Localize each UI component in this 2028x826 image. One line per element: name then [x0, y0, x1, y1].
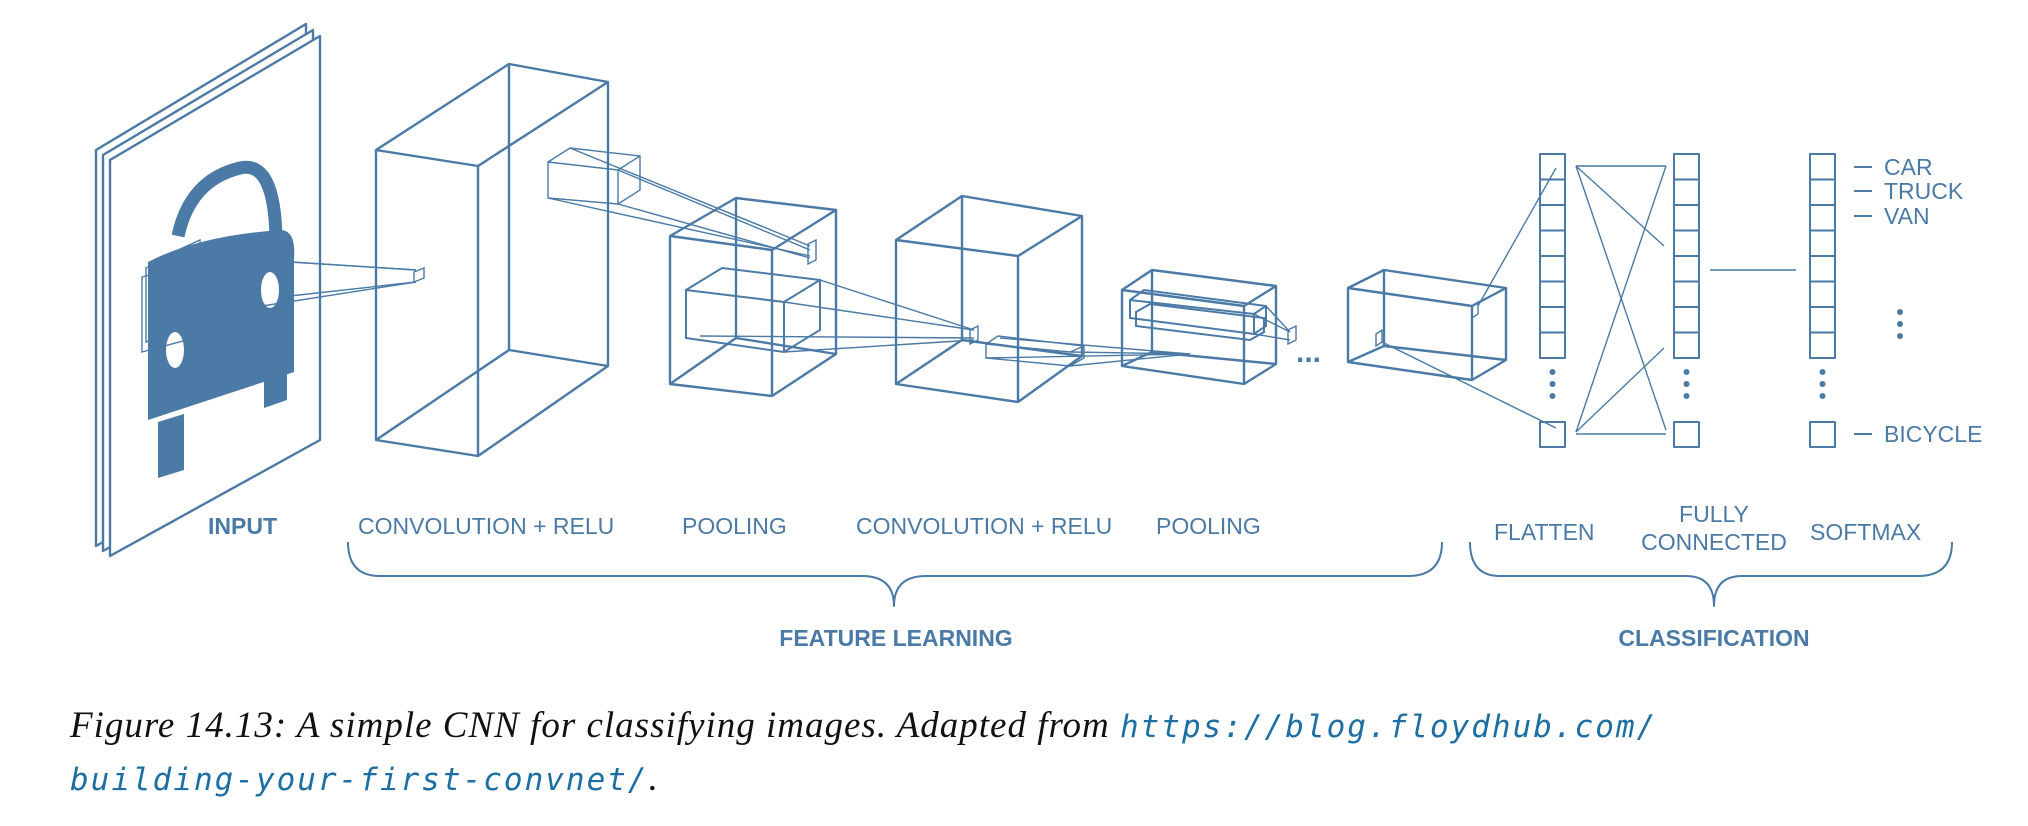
softmax-dot: [1819, 393, 1826, 399]
output-label-truck: TRUCK: [1884, 178, 1964, 204]
label-flatten: FLATTEN: [1494, 519, 1595, 545]
field-lines-5: [1253, 305, 1297, 346]
caption-text: Figure 14.13: A simple CNN for classifyi…: [70, 705, 1120, 746]
output-label-bicycle: BICYCLE: [1884, 421, 1982, 447]
flatten-cell: [1539, 331, 1566, 359]
output-labels: CAR TRUCK VAN BICYCLE: [1854, 154, 1982, 447]
pool2-volume: [1120, 268, 1278, 386]
fc-dot: [1683, 393, 1690, 399]
fc-cell: [1673, 331, 1700, 359]
label-input: INPUT: [208, 513, 277, 539]
softmax-last-cell: [1809, 421, 1836, 448]
label-fc-line2: CONNECTED: [1641, 529, 1787, 555]
softmax-dot: [1819, 369, 1826, 375]
conv1-volume: [374, 62, 641, 458]
softmax-cell: [1809, 229, 1836, 257]
fc-connections: [1575, 165, 1796, 435]
softmax-cell: [1809, 331, 1836, 359]
flatten-dot: [1549, 381, 1556, 387]
flatten-cell: [1539, 229, 1566, 257]
fc-cell: [1673, 229, 1700, 257]
field-lines-4: [985, 337, 1191, 367]
fc-cell: [1673, 280, 1700, 308]
caption-link-part1[interactable]: https://blog.floydhub.com/: [1119, 709, 1658, 745]
output-label-car: CAR: [1884, 154, 1933, 180]
ellipsis-dots: ...: [1296, 336, 1321, 369]
softmax-cell: [1809, 306, 1836, 334]
flatten-cell: [1539, 255, 1566, 283]
flatten-last-cell: [1539, 421, 1566, 448]
conv2-volume: [894, 194, 1085, 404]
fc-cell: [1673, 204, 1700, 232]
softmax-dot: [1819, 381, 1826, 387]
flatten-cell: [1539, 204, 1566, 232]
car-icon: [148, 160, 295, 478]
label-classification: CLASSIFICATION: [1618, 625, 1809, 651]
feature-learning-brace: [347, 541, 1443, 607]
flatten-cell: [1539, 178, 1566, 206]
label-pool1: POOLING: [682, 513, 787, 539]
fc-cell: [1673, 153, 1700, 181]
caption-period: .: [648, 758, 659, 799]
fc-dot: [1683, 381, 1690, 387]
cnn-diagram: ... CAR TRUCK VAN BI: [94, 22, 1982, 651]
caption-link-part2[interactable]: building-your-first-convnet/: [70, 762, 649, 798]
input-image: [94, 22, 322, 558]
flatten-column: [1539, 153, 1566, 448]
label-feature-learning: FEATURE LEARNING: [779, 625, 1012, 651]
flatten-dot: [1549, 369, 1556, 375]
flatten-dot: [1549, 393, 1556, 399]
label-conv2: CONVOLUTION + RELU: [856, 513, 1112, 539]
softmax-cell: [1809, 255, 1836, 283]
flatten-cell: [1539, 280, 1566, 308]
flatten-lines: [1381, 167, 1557, 429]
fc-last-cell: [1673, 421, 1700, 448]
fc-dot: [1683, 369, 1690, 375]
fc-cell: [1673, 306, 1700, 334]
field-lines-1: [197, 255, 425, 317]
flatten-cell: [1539, 306, 1566, 334]
flatten-cell: [1539, 153, 1566, 181]
label-softmax: SOFTMAX: [1810, 519, 1921, 545]
last-volume: [1346, 268, 1508, 382]
label-fc-line1: FULLY: [1679, 501, 1749, 527]
output-label-van: VAN: [1884, 203, 1930, 229]
pool1-volume: [668, 196, 838, 398]
fc-cell: [1673, 178, 1700, 206]
fc-cell: [1673, 255, 1700, 283]
classification-brace: [1469, 541, 1953, 607]
field-lines-3: [699, 279, 979, 353]
softmax-cell: [1809, 280, 1836, 308]
label-conv1: CONVOLUTION + RELU: [358, 513, 614, 539]
softmax-cell: [1809, 153, 1836, 181]
figure-caption: Figure 14.13: A simple CNN for classifyi…: [70, 700, 2020, 806]
label-pool2: POOLING: [1156, 513, 1261, 539]
fully-connected-column: [1673, 153, 1700, 448]
softmax-cell: [1809, 204, 1836, 232]
softmax-cell: [1809, 178, 1836, 206]
softmax-column: [1809, 153, 1836, 448]
